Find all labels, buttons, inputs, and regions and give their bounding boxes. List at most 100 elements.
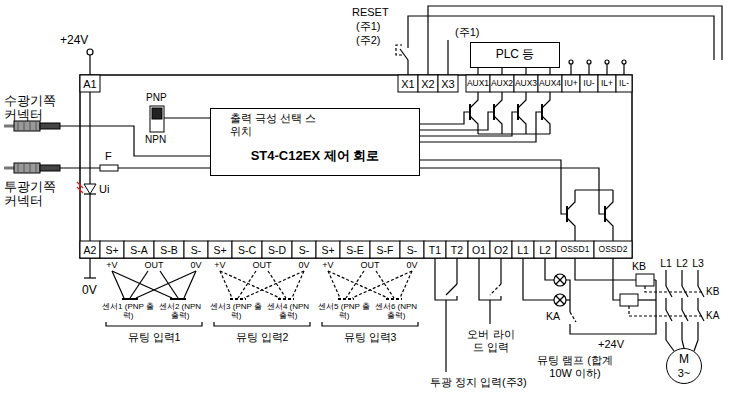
terminal-cell: [418, 75, 438, 92]
terminal-label: IU-: [583, 79, 594, 89]
lamp-symbol: [554, 294, 566, 306]
controller-housing: [80, 75, 632, 258]
wire: [122, 298, 138, 300]
wire: [292, 271, 304, 298]
note-label: +24V: [60, 34, 88, 48]
wire: [697, 322, 698, 340]
wire: [542, 116, 550, 134]
terminal-label: IL+: [601, 79, 613, 89]
connector-plug: [40, 165, 60, 171]
wire: [654, 279, 656, 280]
wire: [106, 322, 202, 326]
wire: [477, 68, 478, 75]
terminal-dot: [569, 60, 573, 64]
note-label: 뮤팅 입력2: [236, 331, 289, 343]
note-label: 출력 극성 선택 스위치: [230, 112, 326, 137]
wire: [494, 92, 502, 108]
wire: [4, 167, 14, 170]
terminal-cell: [490, 75, 514, 92]
fuse-symbol: [100, 165, 118, 171]
note-label: NPN: [145, 134, 166, 146]
wire: [606, 64, 607, 75]
wire: [613, 258, 620, 300]
terminal-label: O1: [472, 243, 486, 255]
terminal-cell: [184, 241, 208, 258]
terminal-cell: [616, 75, 632, 92]
wire: [665, 322, 666, 340]
terminal-label: S-: [299, 243, 310, 255]
lamp-symbol: [554, 274, 566, 286]
wire: [322, 322, 418, 326]
wire: [588, 64, 589, 75]
wire: [24, 121, 25, 131]
sensor-label: 센서5 (PNP 출력): [318, 302, 370, 320]
terminal-label: IU+: [564, 79, 577, 89]
sensor-label: 센서1 (PNP 출력): [102, 302, 154, 320]
terminal-cell: [340, 241, 370, 258]
wire: [407, 60, 408, 75]
note-label: L1: [660, 257, 672, 269]
terminal-label: AUX4: [539, 79, 561, 89]
wire: [666, 310, 672, 321]
wire: [428, 6, 722, 75]
wire: [184, 271, 196, 298]
wire: [376, 271, 394, 298]
pin-label: 0V: [298, 260, 309, 270]
wire: [435, 258, 457, 300]
wire: [570, 312, 576, 322]
terminal-cell: [562, 75, 580, 92]
wire: [268, 271, 286, 298]
terminal-label: S-F: [377, 243, 394, 255]
wire: [645, 286, 704, 292]
terminal-cell: [446, 241, 468, 258]
sensor-label: 센서3 (PNP 출력): [210, 302, 262, 320]
motor-symbol: M3~: [666, 348, 702, 384]
wire: [278, 298, 294, 300]
relay-coil: [636, 274, 654, 286]
note-label: 0V: [82, 284, 97, 298]
wire: [456, 258, 457, 284]
note-label: 뮤팅 입력3: [344, 331, 397, 343]
wire: [420, 112, 494, 130]
terminal-cell: [316, 241, 340, 258]
wire: [556, 296, 564, 304]
wire: [681, 270, 682, 286]
pin-label: OUT: [361, 260, 380, 270]
node-text: ST4-C12EX 제어 회로: [251, 149, 380, 163]
terminal-dot: [87, 49, 93, 55]
wire: [77, 187, 83, 193]
pin-label: +V: [322, 260, 333, 270]
terminal-label: L1: [517, 243, 529, 255]
terminal-label: L2: [539, 243, 551, 255]
pin-label: OUT: [145, 260, 164, 270]
selector-switch: [150, 106, 164, 132]
wire: [698, 286, 704, 297]
note-label: F: [105, 150, 112, 163]
wire: [518, 92, 526, 108]
note-label: 뮤팅 입력1: [128, 331, 181, 343]
node-text: M: [679, 353, 689, 366]
terminal-cell: [370, 241, 400, 258]
wire: [89, 258, 90, 278]
terminal-label: S+: [321, 243, 334, 255]
terminal-dot: [605, 60, 609, 64]
terminal-label: S+: [105, 243, 118, 255]
wire: [420, 168, 605, 214]
plc-box: PLC 등: [470, 42, 560, 68]
terminal-cell: [512, 241, 534, 258]
wire: [420, 112, 470, 124]
wire: [338, 298, 354, 300]
wire: [490, 284, 501, 295]
note-label: Ui: [99, 183, 109, 196]
note-label: 뮤팅 램프 (합계 10W 이하): [530, 354, 620, 379]
wire: [60, 167, 210, 168]
connector-plug: [40, 123, 60, 129]
terminal-cell: [534, 241, 556, 258]
terminal-cell: [538, 75, 562, 92]
wire: [556, 276, 564, 284]
wire: [470, 116, 478, 134]
wire: [501, 68, 502, 75]
node-text: 3~: [678, 367, 691, 379]
wire: [566, 280, 570, 312]
wire: [542, 92, 550, 108]
